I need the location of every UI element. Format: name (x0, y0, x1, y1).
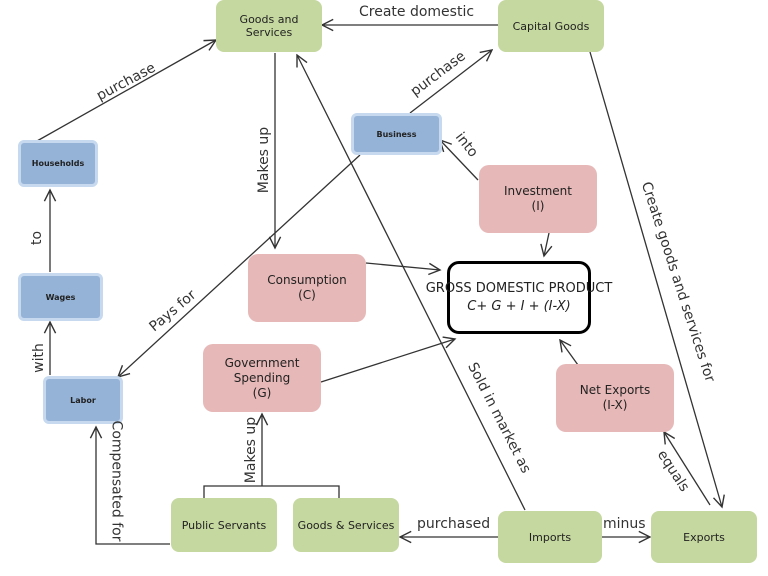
edge-government-to-gdp (320, 339, 455, 383)
label-compensated-for: Compensated for (108, 420, 125, 542)
edge-imports-to-goods (297, 55, 526, 511)
label-minus: minus (603, 516, 646, 532)
label-makes-up-top: Makes up (256, 126, 273, 194)
edge-consumption-to-gdp (365, 262, 440, 270)
households-node[interactable]: Households (18, 140, 98, 187)
gdp-title: GROSS DOMESTIC PRODUCT (425, 280, 613, 296)
edge-business-to-labor (118, 154, 361, 377)
business-node[interactable]: Business (351, 113, 442, 155)
exports-node[interactable]: Exports (651, 511, 757, 563)
label-create-domestic: Create domestic (359, 4, 475, 20)
investment-node[interactable]: Investment (I) (479, 165, 597, 233)
goods-and-services-bottom-node[interactable]: Goods & Services (293, 498, 399, 552)
edge-investment-to-business (440, 140, 479, 181)
wages-node[interactable]: Wages (18, 273, 103, 321)
gdp-node[interactable]: GROSS DOMESTIC PRODUCT C+ G + I + (I-X) (426, 261, 612, 334)
edge-bracket-to-government (203, 485, 340, 498)
edge-households-to-goods (36, 40, 216, 142)
net-exports-node[interactable]: Net Exports (I-X) (556, 364, 674, 432)
goods-and-services-node[interactable]: Goods and Services (216, 0, 322, 52)
labor-node[interactable]: Labor (43, 376, 123, 424)
label-with: with (30, 343, 47, 373)
capital-goods-node[interactable]: Capital Goods (498, 0, 604, 52)
edge-capital-to-exports (589, 51, 722, 507)
label-to: to (29, 230, 46, 246)
edge-exports-to-netexports (664, 432, 711, 506)
label-makes-up-bottom: Makes up (243, 416, 260, 484)
public-servants-node[interactable]: Public Servants (171, 498, 277, 552)
consumption-node[interactable]: Consumption (C) (248, 254, 366, 322)
edge-netexports-to-gdp (560, 340, 579, 366)
gdp-formula: C+ G + I + (I-X) (467, 298, 571, 314)
imports-node[interactable]: Imports (498, 511, 602, 563)
edge-investment-to-gdp (544, 232, 549, 256)
edge-publicservants-to-labor (96, 427, 170, 545)
label-purchased: purchased (417, 516, 491, 532)
government-spending-node[interactable]: Government Spending (G) (203, 344, 321, 412)
edge-business-to-capital (409, 50, 492, 114)
